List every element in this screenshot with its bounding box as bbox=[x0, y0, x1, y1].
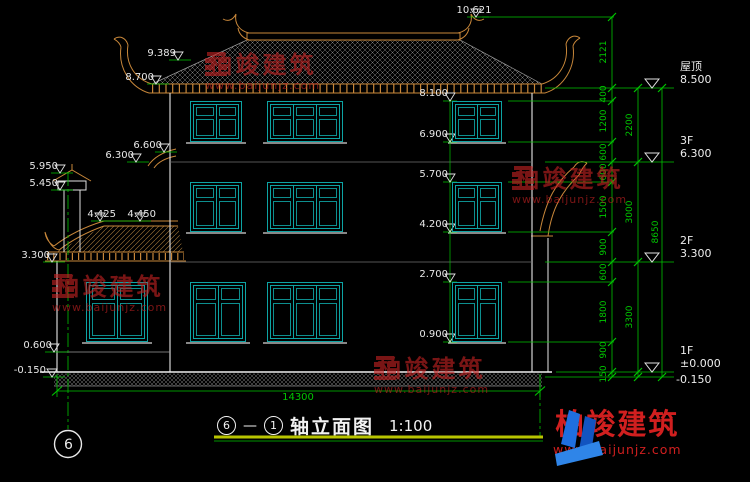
level-value: 6.300 bbox=[680, 147, 712, 160]
elevation-markers bbox=[46, 8, 482, 378]
dim-text: 2200 bbox=[625, 113, 635, 137]
dim-text: 8650 bbox=[651, 220, 661, 244]
level-name: 2F bbox=[680, 234, 694, 247]
elev-label: 3.300 bbox=[21, 250, 50, 261]
watermark-url: www.baijunjz.com bbox=[512, 193, 628, 206]
axis-circle-to: 1 bbox=[264, 416, 283, 435]
window bbox=[452, 101, 502, 142]
window-sills bbox=[82, 142, 506, 344]
dim-text: 14300 bbox=[282, 392, 314, 403]
level-value: ±0.000 bbox=[680, 357, 721, 370]
dim-text: 150 bbox=[599, 365, 609, 383]
elev-label: 2.700 bbox=[419, 269, 448, 280]
window bbox=[190, 282, 246, 342]
elev-label: 8.100 bbox=[419, 88, 448, 99]
brand-logo-icon bbox=[555, 410, 603, 466]
elev-label: 5.700 bbox=[419, 169, 448, 180]
elev-label: 4.425 bbox=[87, 209, 116, 220]
level-value: -0.150 bbox=[676, 373, 712, 386]
elev-label: 10.621 bbox=[456, 5, 492, 16]
dim-text: 400 bbox=[599, 85, 609, 103]
dim-text: 600 bbox=[599, 263, 609, 281]
brand-logo: 柏竣建筑 www.baijunjz.com bbox=[553, 408, 682, 466]
elev-label: 0.600 bbox=[23, 340, 52, 351]
level-name: 3F bbox=[680, 134, 694, 147]
level-name: 1F bbox=[680, 344, 694, 357]
level-name: 屋顶 bbox=[680, 60, 702, 73]
watermark: 柏竣建筑 www.baijunjz.com bbox=[512, 166, 627, 206]
ground bbox=[40, 371, 552, 387]
level-value: 3.300 bbox=[680, 247, 712, 260]
elev-label: 5.950 bbox=[29, 161, 58, 172]
window bbox=[190, 101, 242, 142]
watermark-url: www.baijunjz.com bbox=[52, 301, 168, 314]
watermark-icon bbox=[205, 52, 227, 76]
elev-label: -0.150 bbox=[13, 365, 46, 376]
watermark-icon bbox=[374, 356, 396, 380]
watermark: 柏竣建筑 www.baijunjz.com bbox=[374, 356, 489, 396]
level-value: 8.500 bbox=[680, 73, 712, 86]
dim-text: 2121 bbox=[599, 40, 609, 64]
dim-text: 1800 bbox=[599, 300, 609, 324]
elev-label: 4.450 bbox=[127, 209, 156, 220]
window bbox=[267, 182, 343, 232]
dim-text: 3300 bbox=[625, 305, 635, 329]
dim-text: 1200 bbox=[599, 109, 609, 133]
grid-bubble-6: 6 bbox=[64, 436, 73, 453]
elev-label: 6.900 bbox=[419, 129, 448, 140]
elev-label: 0.900 bbox=[419, 329, 448, 340]
title-scale: 1:100 bbox=[389, 416, 433, 435]
elev-label: 4.200 bbox=[419, 219, 448, 230]
elev-label: 9.389 bbox=[147, 48, 176, 59]
elev-label: 6.300 bbox=[105, 150, 134, 161]
elev-label: 6.600 bbox=[133, 140, 162, 151]
left-minor-eave bbox=[147, 148, 177, 169]
window bbox=[190, 182, 242, 232]
elev-label: 5.450 bbox=[29, 178, 58, 189]
window bbox=[267, 101, 343, 142]
right-wing-eave bbox=[531, 161, 588, 372]
grid-bubble-circle bbox=[53, 429, 83, 459]
watermark-icon bbox=[52, 274, 74, 298]
drawing-title: 6 — 1 轴立面图 1:100 bbox=[217, 412, 432, 439]
window bbox=[267, 282, 343, 342]
elev-label: 8.700 bbox=[125, 72, 154, 83]
level-symbols bbox=[643, 78, 661, 373]
watermark-url: www.baijunjz.com bbox=[374, 383, 490, 396]
axis-dash: — bbox=[243, 417, 257, 434]
watermark: 柏竣建筑 www.baijunjz.com bbox=[205, 52, 320, 92]
window bbox=[86, 282, 148, 342]
facade bbox=[56, 93, 533, 372]
watermark: 柏竣建筑 www.baijunjz.com bbox=[52, 274, 167, 314]
annex-roof bbox=[44, 220, 186, 262]
window bbox=[452, 282, 502, 342]
window bbox=[452, 182, 502, 232]
title-text: 轴立面图 bbox=[290, 416, 375, 438]
main-roof bbox=[113, 13, 581, 94]
dim-text: 900 bbox=[599, 238, 609, 256]
watermark-icon bbox=[512, 166, 534, 190]
watermark-url: www.baijunjz.com bbox=[205, 79, 321, 92]
axis-circle-from: 6 bbox=[217, 416, 236, 435]
dim-text: 900 bbox=[599, 341, 609, 359]
